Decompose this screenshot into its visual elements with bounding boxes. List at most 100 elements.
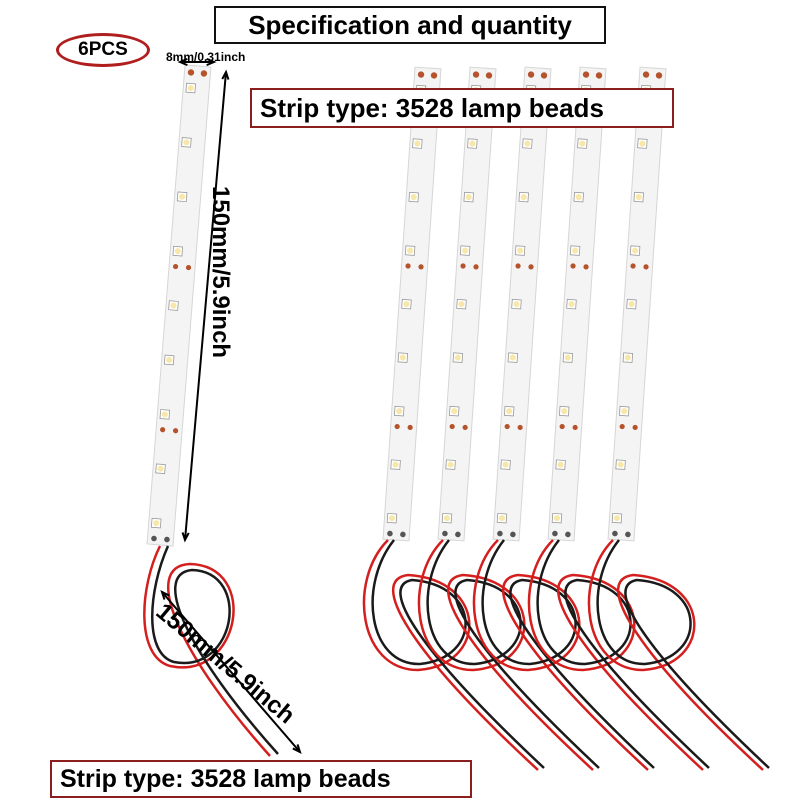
led-chip (506, 408, 513, 415)
led-chip (183, 139, 190, 146)
led-chip (613, 515, 620, 522)
led-strip (547, 66, 607, 542)
black-wire (596, 539, 770, 769)
strip-type-caption-bottom: Strip type: 3528 lamp beads (50, 760, 472, 798)
strip-body (382, 66, 442, 542)
led-chip (454, 354, 461, 361)
cut-pad (460, 263, 466, 269)
arrow-head (181, 532, 190, 543)
solder-pad (595, 72, 603, 79)
strip-pcb (607, 66, 667, 542)
cut-pad (504, 423, 510, 430)
wire-terminal (510, 531, 516, 538)
led-strip (437, 66, 497, 542)
strip-body (547, 66, 607, 542)
red-wire (587, 539, 764, 771)
led-chip (179, 193, 186, 200)
cut-pad (449, 423, 455, 430)
wire-terminal (387, 530, 393, 537)
cut-pad (515, 263, 521, 269)
cut-pad (630, 263, 636, 269)
strip-pcb (492, 66, 552, 542)
led-chip (639, 140, 646, 147)
led-chip (568, 301, 575, 308)
led-chip (166, 356, 173, 363)
strip-body (437, 66, 497, 542)
led-chip (502, 461, 509, 468)
strip-pcb (382, 66, 442, 542)
page-title: Specification and quantity (214, 6, 606, 44)
led-chip (557, 461, 564, 468)
cut-pad (172, 263, 179, 270)
solder-pad (485, 72, 493, 79)
led-chip (575, 194, 582, 201)
cut-pad (632, 424, 638, 431)
wire-terminal (442, 530, 448, 537)
strip-type-caption-top: Strip type: 3528 lamp beads (250, 88, 674, 128)
red-wire (472, 539, 649, 771)
wire-terminal (612, 530, 618, 537)
red-wire (417, 539, 594, 771)
led-chip (396, 408, 403, 415)
led-strip (607, 66, 667, 542)
wire-pair (472, 539, 655, 771)
cut-pad (559, 423, 565, 430)
led-chip (174, 248, 181, 255)
black-wire (536, 539, 710, 769)
strip-body (492, 66, 552, 542)
wire-pair (362, 539, 545, 771)
dimension-line (161, 591, 301, 753)
dimension-line (184, 71, 227, 541)
black-wire (151, 545, 279, 755)
strip-pcb (146, 64, 212, 547)
cut-pad (570, 263, 576, 269)
strip-length-label: 150mm/5.9inch (207, 186, 234, 359)
solder-pad (472, 71, 480, 78)
wire-terminal (164, 536, 170, 543)
wire-terminal (151, 535, 157, 542)
led-chip (399, 354, 406, 361)
cut-pad (572, 424, 578, 431)
solder-pad (642, 71, 650, 78)
led-chip (632, 247, 639, 254)
led-chip (524, 140, 531, 147)
cut-pad (619, 423, 625, 430)
solder-pad (655, 72, 663, 79)
arrow-head (221, 69, 230, 80)
led-strip (492, 66, 552, 542)
led-chip (564, 354, 571, 361)
black-wire (426, 539, 600, 769)
led-chip (635, 194, 642, 201)
cut-pad (643, 264, 649, 270)
cut-pad (405, 263, 411, 269)
solder-pad (430, 72, 438, 79)
width-arrow (177, 57, 217, 67)
red-wire (362, 539, 539, 771)
strip-body (146, 64, 212, 547)
red-wire (143, 545, 271, 757)
wire-terminal (565, 531, 571, 538)
solder-pad (200, 70, 208, 77)
led-chip (520, 194, 527, 201)
led-chip (392, 461, 399, 468)
wire-terminal (625, 531, 631, 538)
led-chip (513, 301, 520, 308)
wire-pair (143, 545, 279, 757)
cut-pad (160, 427, 166, 433)
cut-pad (583, 264, 589, 270)
led-chip (451, 408, 458, 415)
arrow-head (206, 57, 217, 67)
cut-pad (517, 424, 523, 431)
arrow-head (292, 744, 302, 754)
led-chip (579, 140, 586, 147)
wire-length-arrow (160, 590, 302, 754)
wire-terminal (552, 530, 558, 537)
led-chip (465, 194, 472, 201)
solder-pad (417, 71, 425, 78)
strip-length-arrow (181, 69, 230, 543)
wire-terminal (455, 531, 461, 538)
solder-pad (187, 69, 195, 76)
led-chip (443, 515, 450, 522)
led-chip (458, 301, 465, 308)
